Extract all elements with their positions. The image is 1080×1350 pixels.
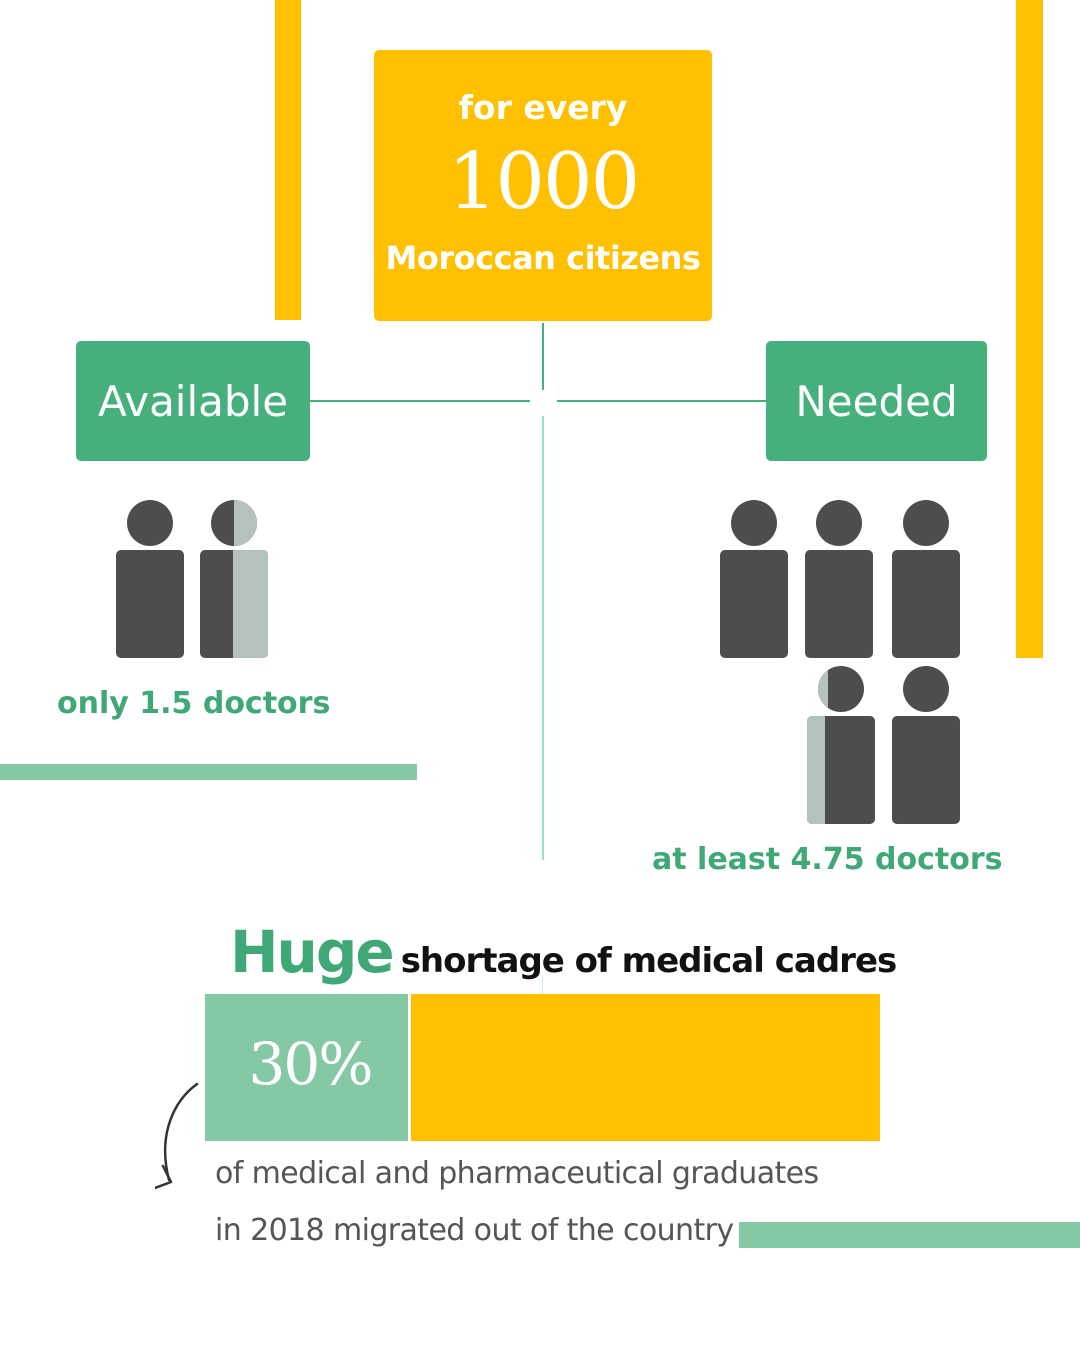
person-fill-light xyxy=(807,716,825,824)
person-icon-half xyxy=(200,500,268,660)
person-body xyxy=(892,716,960,824)
person-body xyxy=(116,550,184,658)
person-icon xyxy=(720,500,788,660)
person-head xyxy=(211,500,257,546)
needed-stat: at least 4.75 doctors xyxy=(652,842,1003,877)
person-body xyxy=(200,550,268,658)
person-head xyxy=(731,500,777,546)
connector-line-horizontal-left xyxy=(310,400,530,402)
migration-caption-line-2: in 2018 migrated out of the country xyxy=(215,1213,734,1248)
available-label-box: Available xyxy=(76,341,310,461)
available-label: Available xyxy=(97,376,289,426)
person-head xyxy=(903,666,949,712)
migration-bar-filled xyxy=(205,994,408,1141)
needed-label-box: Needed xyxy=(766,341,987,461)
decorative-bar-yellow-left xyxy=(275,0,301,320)
person-head xyxy=(127,500,173,546)
population-number: 1000 xyxy=(447,136,641,227)
person-body xyxy=(805,550,873,658)
person-icon xyxy=(805,500,873,660)
person-head xyxy=(903,500,949,546)
migration-percent: 30% xyxy=(248,1030,374,1098)
person-head xyxy=(816,500,862,546)
connector-line-horizontal-right xyxy=(557,400,767,402)
shortage-emphasis: Huge xyxy=(230,918,395,986)
person-icon-three-quarter xyxy=(807,666,875,826)
person-fill-light xyxy=(818,666,828,712)
migration-caption-line-1: of medical and pharmaceutical graduates xyxy=(215,1156,819,1191)
person-fill-light xyxy=(234,500,257,546)
shortage-text: shortage of medical cadres xyxy=(400,941,898,981)
population-box: for every 1000 Moroccan citizens xyxy=(374,50,712,321)
person-icon xyxy=(116,500,184,660)
person-body xyxy=(892,550,960,658)
connector-line-vertical-top xyxy=(542,323,544,390)
connector-line-vertical-bottom xyxy=(542,416,544,860)
person-icon xyxy=(892,666,960,826)
person-head xyxy=(818,666,864,712)
needed-label: Needed xyxy=(795,376,958,426)
person-body xyxy=(720,550,788,658)
curved-arrow-icon xyxy=(155,1082,199,1190)
population-line-3: Moroccan citizens xyxy=(385,238,701,277)
available-stat: only 1.5 doctors xyxy=(57,686,331,721)
decorative-bar-yellow-right xyxy=(1016,0,1043,658)
person-icon xyxy=(892,500,960,660)
migration-bar-remaining xyxy=(411,994,880,1141)
connector-line-faint xyxy=(542,975,543,995)
decorative-bar-mint-left xyxy=(0,764,417,780)
decorative-bar-mint-bottom-right xyxy=(739,1222,1080,1248)
person-body xyxy=(807,716,875,824)
person-fill-light xyxy=(233,550,268,658)
population-line-1: for every xyxy=(458,87,628,127)
